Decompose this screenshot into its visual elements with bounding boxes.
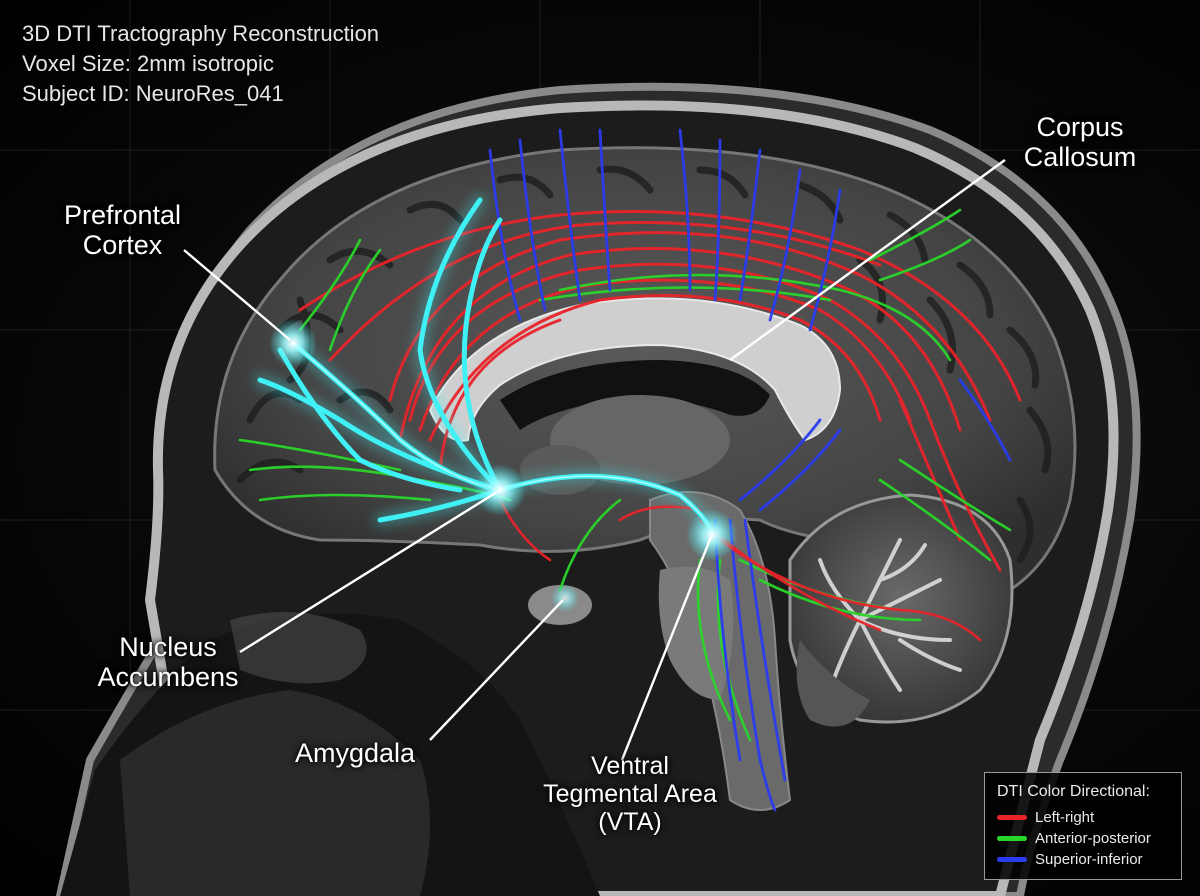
pons xyxy=(658,566,734,700)
legend-item-left-right: Left-right xyxy=(997,807,1171,828)
corpus-callosum-structure xyxy=(428,297,842,442)
label-amygdala: Amygdala xyxy=(294,738,416,768)
leader-line-accumbens xyxy=(239,490,498,654)
accumbens-node-glow xyxy=(474,464,526,516)
legend-title: DTI Color Directional: xyxy=(997,783,1150,800)
leader-line-corpus xyxy=(729,159,1006,361)
legend-label: Superior-inferior xyxy=(1035,851,1143,868)
legend-label: Left-right xyxy=(1035,809,1095,826)
legend-item-superior-inferior: Superior-inferior xyxy=(997,849,1171,870)
sinus-structures xyxy=(120,690,430,896)
figure-title: 3D DTI Tractography Reconstruction xyxy=(22,21,380,46)
prefrontal-node-glow xyxy=(269,319,317,367)
legend-swatch-green xyxy=(997,836,1027,841)
label-ventral-tegmental-area: Ventral Tegmental Area (VTA) xyxy=(543,752,717,836)
voxel-size-text: Voxel Size: 2mm isotropic xyxy=(22,51,274,76)
legend-item-anterior-posterior: Anterior-posterior xyxy=(997,828,1171,849)
label-prefrontal-cortex: Prefrontal Cortex xyxy=(63,200,182,261)
subject-id-text: Subject ID: NeuroRes_041 xyxy=(22,81,284,106)
dti-color-legend: DTI Color Directional: Left-right Anteri… xyxy=(984,772,1182,880)
leader-line-prefrontal xyxy=(183,249,291,341)
legend-swatch-blue xyxy=(997,857,1027,862)
legend-swatch-red xyxy=(997,815,1027,820)
legend-label: Anterior-posterior xyxy=(1035,830,1151,847)
leader-line-amygdala xyxy=(429,599,564,741)
label-corpus-callosum: Corpus Callosum xyxy=(1023,112,1137,173)
lateral-ventricle xyxy=(500,360,770,430)
leader-line-vta xyxy=(620,536,713,761)
leader-lines xyxy=(183,159,1006,761)
vta-node-glow xyxy=(686,509,738,561)
label-nucleus-accumbens: Nucleus Accumbens xyxy=(97,632,239,693)
